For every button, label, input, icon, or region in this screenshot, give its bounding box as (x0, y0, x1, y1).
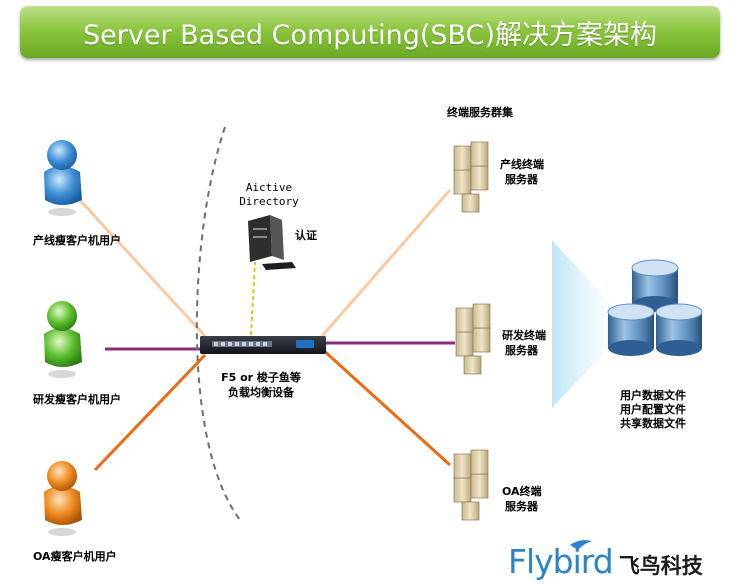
network-boundary-curve (195, 126, 241, 521)
client-label-2: 研发瘦客户机用户 (33, 393, 121, 406)
terminal-server-icon-2 (455, 303, 491, 375)
server-label-2-line2: 服务器 (505, 344, 538, 357)
ad-label-line1: Aictive (245, 181, 293, 194)
brand-logo: Flybird 飞鸟科技 (508, 542, 703, 581)
storage-funnel-shape (552, 240, 630, 408)
link-line-client1-lb (76, 196, 207, 338)
server-label-3-line1: OA终端 (502, 485, 542, 498)
storage-label-line1: 用户数据文件 (620, 389, 686, 402)
auth-label: 认证 (295, 229, 317, 242)
client-label-1: 产线瘦客户机用户 (33, 234, 121, 247)
terminal-server-icon-3 (453, 449, 489, 521)
client-user-icon-2 (44, 301, 82, 378)
link-line-client3-lb (93, 353, 207, 472)
connections (76, 126, 455, 521)
server-label-3-line2: 服务器 (505, 500, 538, 513)
client-user-icon-3 (44, 461, 82, 536)
link-line-lb-server3 (320, 347, 452, 467)
server-label-2-line1: 研发终端 (502, 329, 546, 342)
terminal-server-icon-1 (453, 141, 489, 213)
brand-name-cn: 飞鸟科技 (618, 554, 703, 578)
diagram-title: Server Based Computing(SBC)解决方案架构 (83, 19, 657, 51)
client-label-3: OA瘦客户机用户 (33, 550, 117, 563)
client-user-icon-1 (44, 140, 82, 216)
server-label-1-line2: 服务器 (505, 173, 538, 186)
load-balancer-label-line1: F5 or 梭子鱼等 (221, 371, 301, 384)
load-balancer-device-icon (200, 336, 326, 354)
server-label-1-line1: 产线终端 (500, 158, 544, 171)
active-directory-server-icon (248, 215, 296, 270)
link-line-lb-ad (250, 261, 256, 336)
link-line-lb-server1 (320, 189, 452, 337)
storage-label-line3: 共享数据文件 (620, 417, 686, 430)
storage-label-line2: 用户配置文件 (620, 403, 686, 416)
cluster-title: 终端服务群集 (447, 106, 513, 119)
title-bar: Server Based Computing(SBC)解决方案架构 (20, 6, 720, 58)
brand-name-en: Flybird (508, 542, 614, 581)
flybird-logo-bird-icon (570, 540, 592, 550)
ad-label-line2: Directory (239, 195, 299, 208)
database-storage-icon (607, 259, 703, 356)
load-balancer-label-line2: 负载均衡设备 (228, 386, 294, 399)
